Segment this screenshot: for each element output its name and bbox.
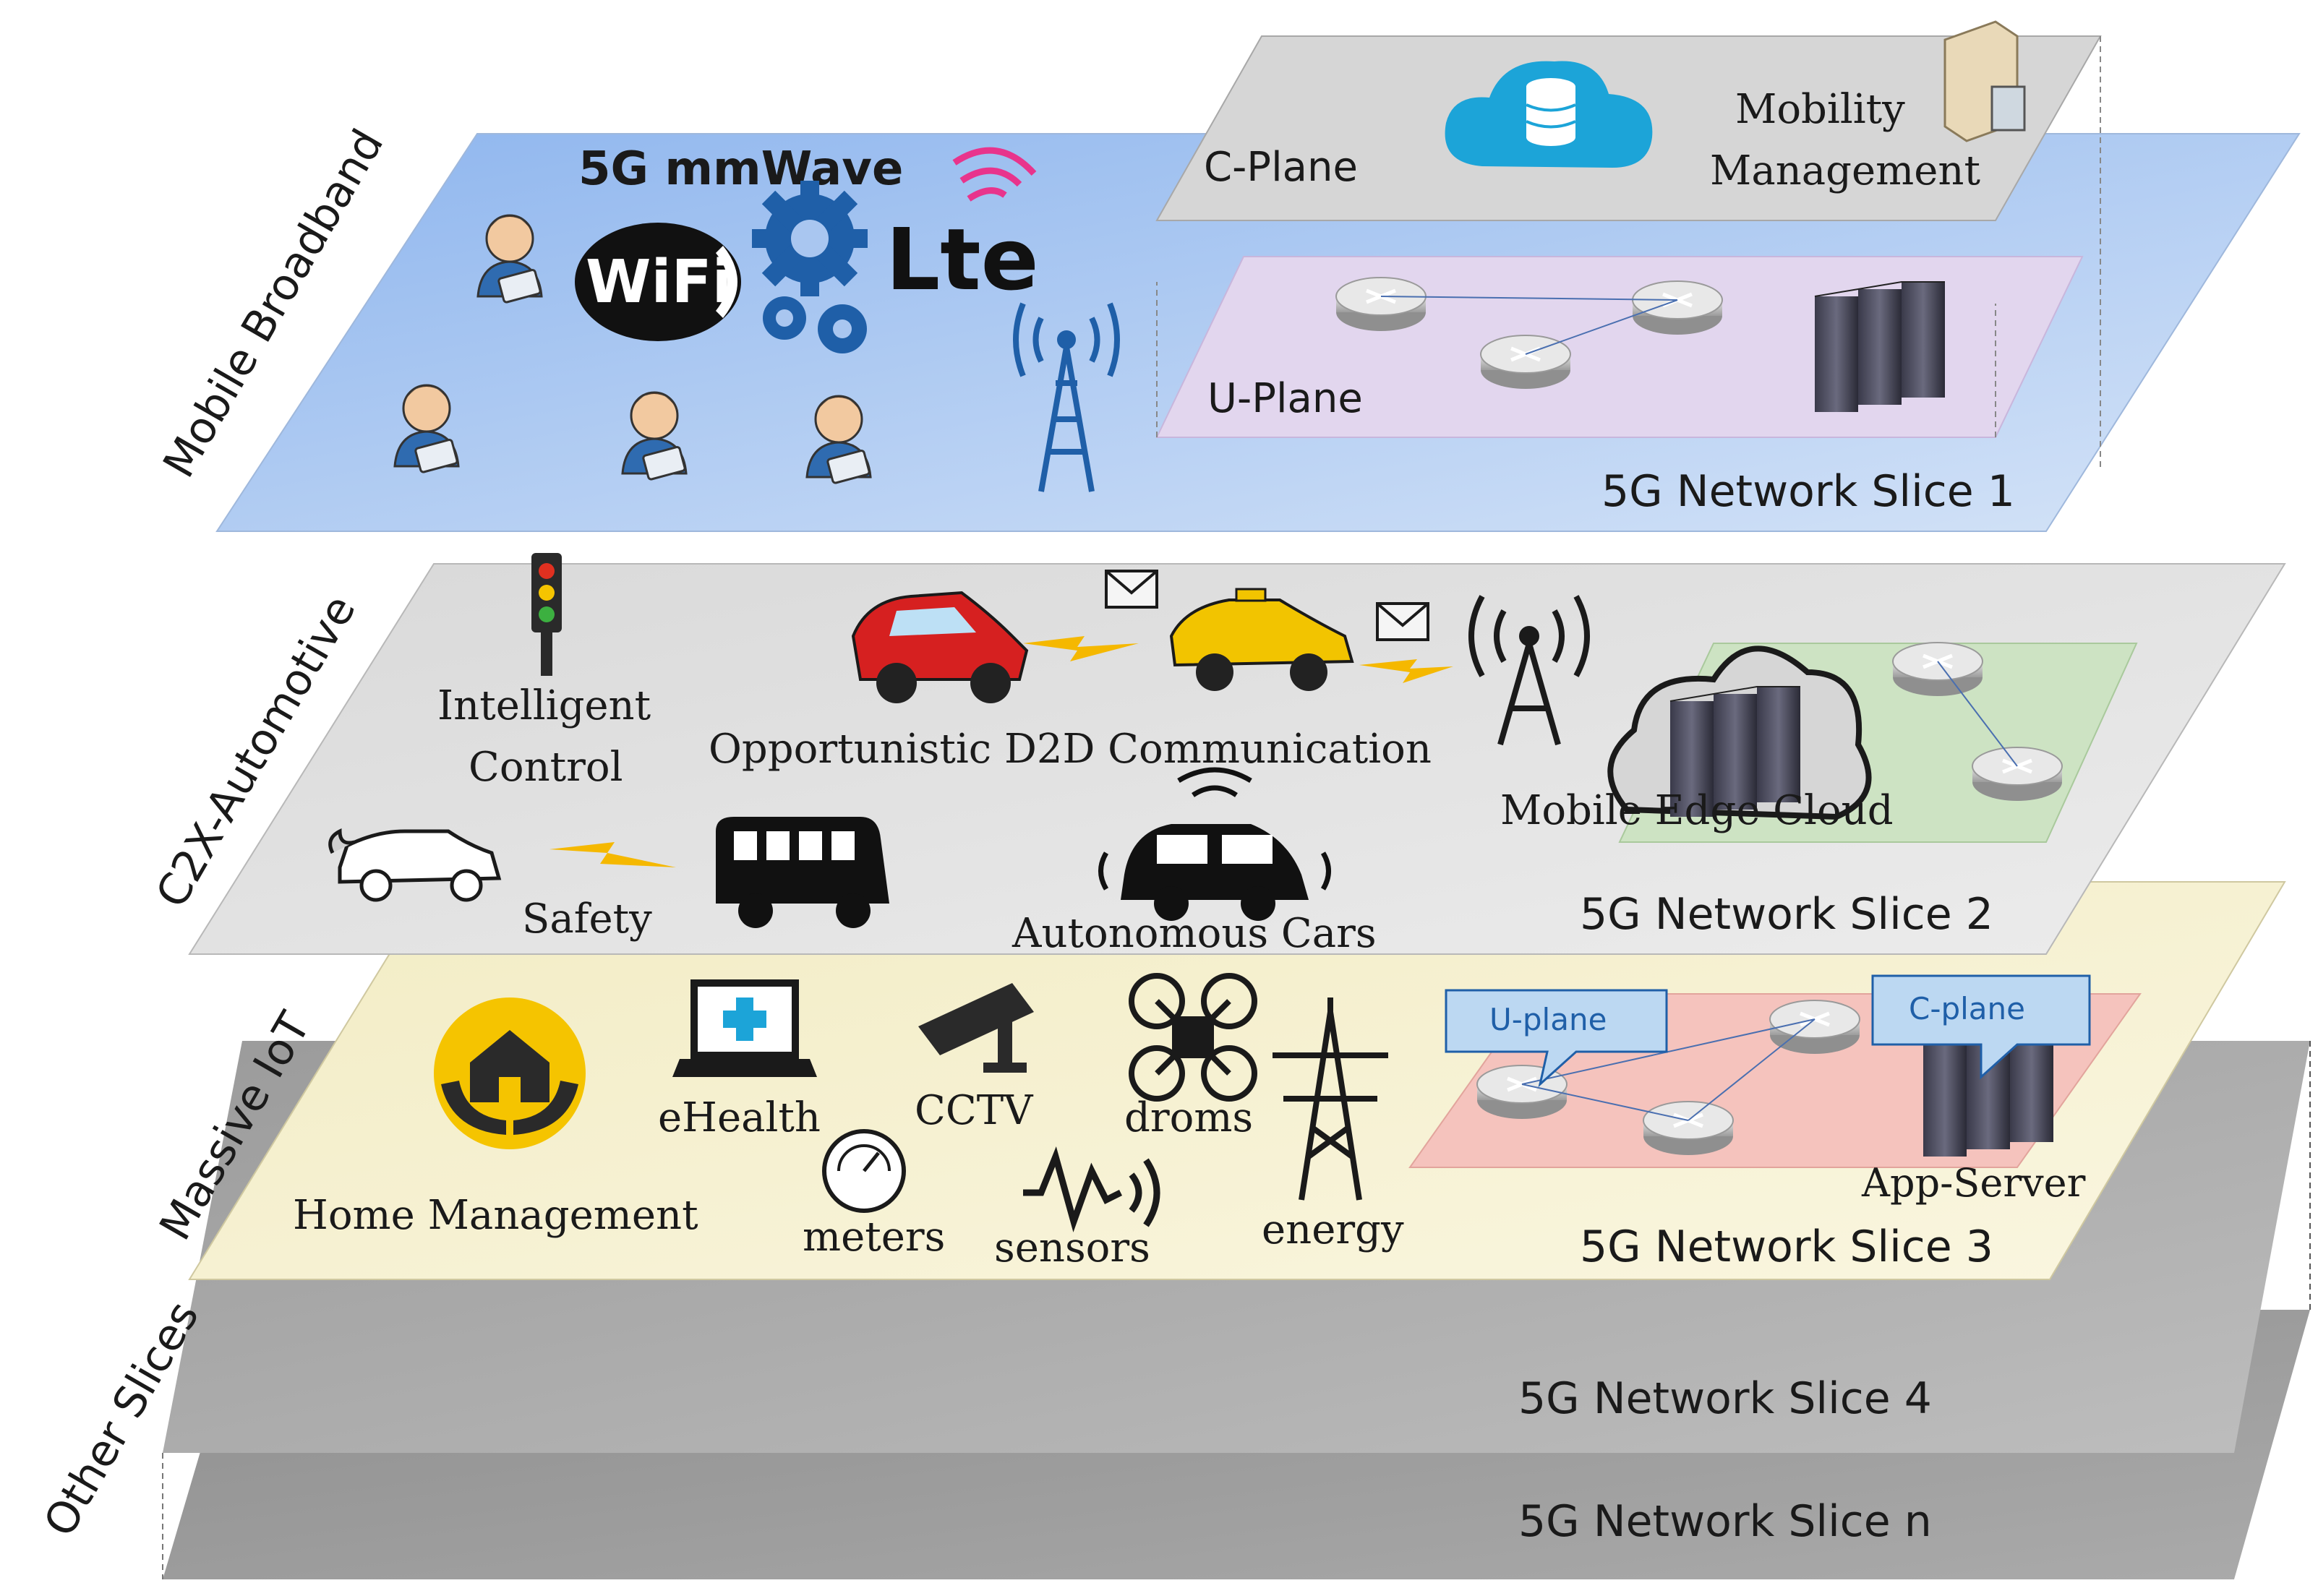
intelligent-control-label-1: Intelligent [437,682,651,729]
drone-icon [1129,973,1257,1102]
slice-3-plane: 5G Network Slice 3 U-plane C-plane App-S… [188,881,2286,1280]
d2d-communication-label: Opportunistic D2D Communication [709,726,1432,773]
home-management-icon [434,998,586,1149]
slice-3-label: 5G Network Slice 3 [1580,1222,1993,1272]
mmwave-signal-icon [952,147,1037,202]
envelope-icon-2 [1376,602,1429,641]
meters-label: meters [803,1214,945,1261]
mmwave-label: 5G mmWave [578,142,903,196]
lightning-icon [1023,636,1139,661]
slice-2-plane: 5G Network Slice 2 Mobile Edge Cloud Int… [188,553,2286,957]
wifi-label: WiFi [586,248,732,317]
u-plane-server-icon [1814,281,1946,413]
mobile-edge-cloud-label: Mobile Edge Cloud [1500,787,1894,834]
u-plane-callout: U-plane [1445,989,1668,1088]
home-management-label: Home Management [293,1192,698,1239]
u-plane-routers [1336,278,1722,389]
c-plane-callout: C-plane [1871,974,2091,1080]
c-plane-label: C-Plane [1204,144,1358,191]
mobility-label-2: Management [1710,147,1980,194]
slice-1-label: 5G Network Slice 1 [1601,466,2015,517]
cell-tower-icon [1468,595,1590,746]
autonomous-car-icon [1098,767,1331,921]
meter-gauge-icon [822,1129,906,1213]
c-plane-callout-label: C-plane [1909,991,2025,1026]
intelligent-control-label-2: Control [469,744,623,791]
red-car-icon [851,591,1029,703]
crashed-car-icon [328,828,502,902]
edge-routers [1893,643,2062,801]
autonomous-cars-label: Autonomous Cars [1012,910,1377,957]
safety-label: Safety [522,896,652,943]
cloud-database-icon [1445,61,1653,168]
lte-label: Lte [886,210,1039,309]
wifi-logo-icon: WiFi [575,223,741,341]
slice-n-label: 5G Network Slice n [1518,1496,1932,1547]
radio-tower-icon [1013,302,1120,492]
mobility-label-1: Mobility [1735,86,1905,133]
gears-icon [752,181,868,353]
app-server-label: App-Server [1861,1160,2086,1206]
ehealth-laptop-icon [672,979,817,1077]
taxi-icon [1169,588,1354,691]
power-tower-icon [1273,998,1388,1201]
bus-icon [716,817,889,928]
envelope-icon [1105,570,1158,609]
lightning-icon-2 [1359,659,1453,683]
sensor-wave-icon [1023,1146,1160,1232]
u-plane-label: U-Plane [1207,375,1363,422]
traffic-light-icon [531,553,562,676]
edge-cloud-icon [1607,645,1872,820]
cctv-label: CCTV [915,1087,1034,1134]
droms-label: droms [1124,1094,1253,1141]
energy-label: energy [1262,1206,1404,1253]
ehealth-label: eHealth [658,1094,821,1141]
iot-routers [1477,1000,1860,1155]
slice-1-plane: 5G Network Slice 1 U-Plane C-Plane Mobi [215,20,2301,532]
safety-lightning-icon [549,842,676,867]
u-plane-callout-label: U-plane [1489,1002,1607,1037]
sensors-label: sensors [994,1224,1150,1271]
slice-4-label: 5G Network Slice 4 [1518,1373,1932,1424]
mobility-server-icon [1943,20,2026,142]
slice-2-label: 5G Network Slice 2 [1580,889,1993,940]
cctv-icon [918,983,1034,1073]
